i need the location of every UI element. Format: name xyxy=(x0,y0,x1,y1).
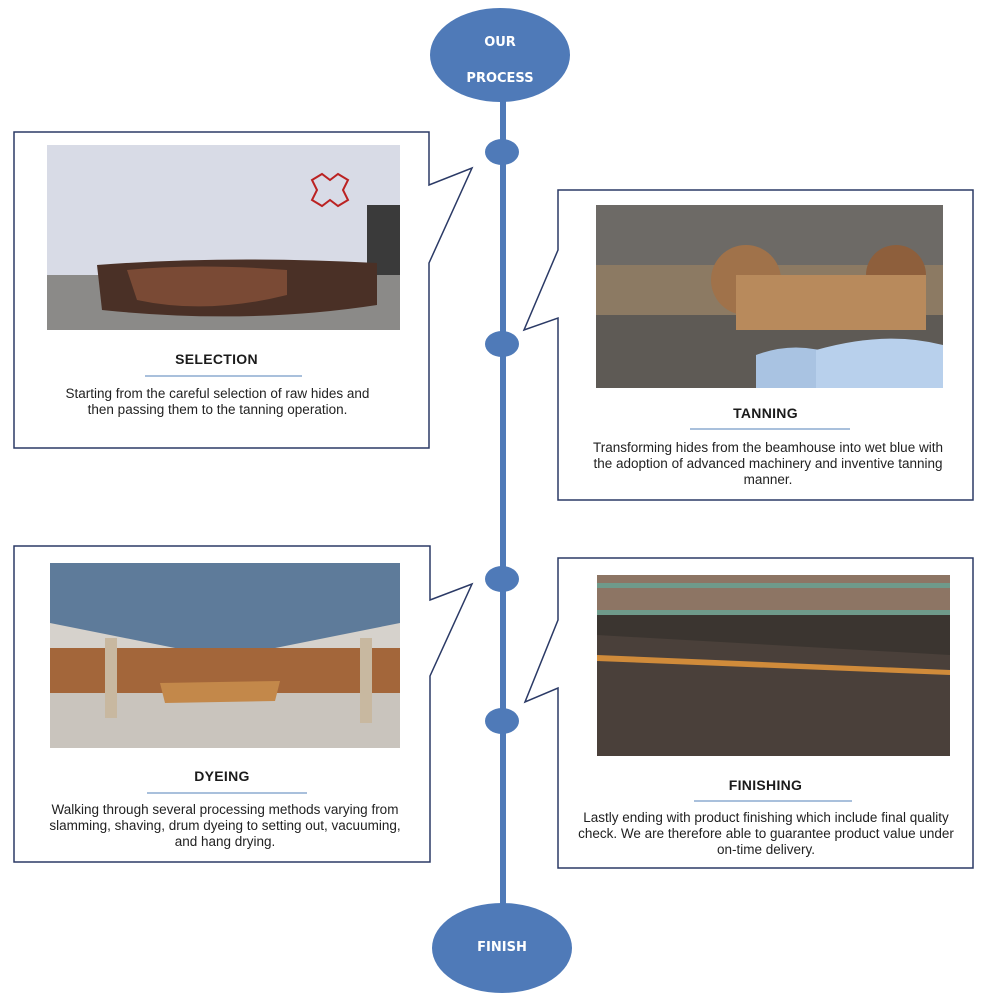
step-description: Walking through several processing metho… xyxy=(49,802,401,849)
title-underline xyxy=(145,375,302,377)
timeline-line xyxy=(500,90,506,920)
step-title: DYEING xyxy=(194,768,250,784)
start-label-line1: OUR xyxy=(484,35,516,50)
timeline-dot xyxy=(485,331,519,357)
step-title: TANNING xyxy=(733,405,798,421)
step-title: SELECTION xyxy=(175,351,258,367)
title-underline xyxy=(147,792,307,794)
timeline-dot xyxy=(485,139,519,165)
step-description: Lastly ending with product finishing whi… xyxy=(578,810,954,857)
title-underline xyxy=(690,428,850,430)
finishing-photo xyxy=(597,575,950,756)
step-title: FINISHING xyxy=(728,777,803,793)
end-node-label: FINISH xyxy=(477,940,527,955)
selection-photo xyxy=(47,145,400,330)
title-underline xyxy=(694,800,852,802)
timeline-dot xyxy=(485,708,519,734)
step-description: Transforming hides from the beamhouse in… xyxy=(593,440,943,487)
tanning-photo xyxy=(596,205,943,388)
end-node xyxy=(432,903,572,993)
start-node xyxy=(430,8,570,102)
start-label-line2: PROCESS xyxy=(466,71,534,86)
dyeing-photo xyxy=(50,563,400,748)
step-description: Starting from the careful selection of r… xyxy=(65,386,370,417)
start-node-label: OUR PROCESS xyxy=(440,25,560,97)
snl-logo-icon xyxy=(310,172,350,208)
timeline-dot xyxy=(485,566,519,592)
